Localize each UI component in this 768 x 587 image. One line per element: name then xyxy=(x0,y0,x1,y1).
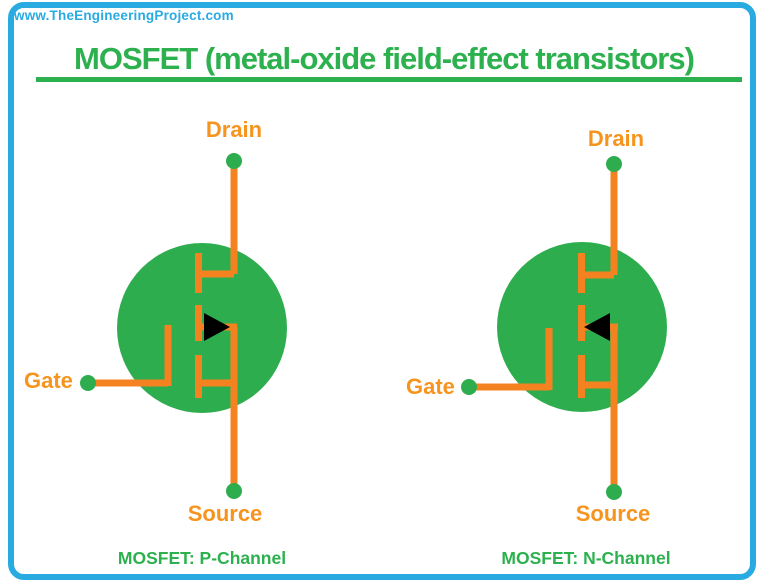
n-gate-label: Gate xyxy=(406,374,455,399)
n-drain-label: Drain xyxy=(587,126,645,151)
p-drain-terminal-dot xyxy=(226,153,242,169)
n-channel-arrow-icon xyxy=(584,313,610,341)
n-gate-terminal-dot xyxy=(461,379,477,395)
p-drain-label: Drain xyxy=(205,117,263,142)
p-channel-caption: MOSFET: P-Channel xyxy=(117,548,287,568)
p-source-terminal-dot xyxy=(226,483,242,499)
n-source-label: Source xyxy=(575,501,651,526)
p-channel-arrow-icon xyxy=(204,313,230,341)
page-title: MOSFET (metal-oxide field-effect transis… xyxy=(74,41,695,76)
p-gate-terminal-dot xyxy=(80,375,96,391)
p-channel-symbol xyxy=(80,153,287,499)
p-source-label: Source xyxy=(187,501,263,526)
n-source-terminal-dot xyxy=(606,484,622,500)
n-channel-caption: MOSFET: N-Channel xyxy=(501,548,671,568)
website-url: www.TheEngineeringProject.com xyxy=(14,8,234,23)
title-underline xyxy=(36,77,742,82)
border-frame xyxy=(8,2,756,580)
n-channel-symbol xyxy=(461,156,667,500)
p-gate-label: Gate xyxy=(24,368,73,393)
n-drain-terminal-dot xyxy=(606,156,622,172)
